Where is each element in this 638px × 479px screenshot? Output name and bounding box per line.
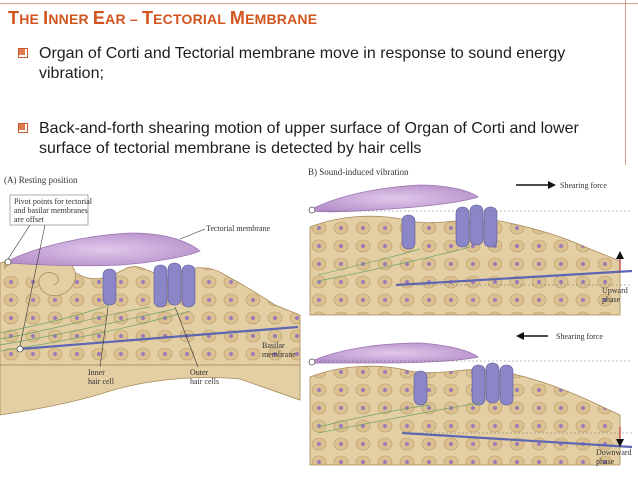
bullet-1: Organ of Corti and Tectorial membrane mo… [18,44,613,88]
nerve-fibers [0,304,191,352]
upward-basilar [395,269,633,287]
downward-basilar [401,431,633,449]
downward-hair-cells [413,362,514,406]
title-part: T [141,8,154,28]
outer-hair-cells [153,262,196,308]
square-bullet-icon [18,123,28,133]
lower-tissue [0,364,301,416]
title-part: E [92,8,106,28]
frame-line-right [625,0,626,165]
shearing-force-top: Shearing force [560,181,607,190]
panel-a: (A) Resting position Pivot points for te… [0,175,301,416]
title-part: T [8,8,20,28]
title-part: AR – [105,11,142,27]
title-part: M [229,8,246,28]
tectorial-membrane-label: Tectorial membrane [206,224,271,233]
upward-tectorial [311,184,479,213]
outer-hair-cells-label-1: Outer [190,368,209,377]
panel-a-label: (A) Resting position [4,175,78,185]
title-part: HE [19,11,44,27]
pivot-point-basilar [16,345,24,353]
title-part: NNER [48,11,93,27]
title-part: I [43,8,49,28]
pivot-note-line-1: Pivot points for tectorial [14,197,93,206]
panel-b-downward: Shearing force Downward phase [308,332,633,466]
downward-phase-1: Downward [596,448,632,457]
basilar-membrane [19,325,299,351]
bullet-2: Back-and-forth shearing motion of upper … [18,119,613,163]
upward-phase-1: Upward [602,286,628,295]
inner-hair-cell-label-1: Inner [88,368,105,377]
slide-title: THE INNER EAR – TECTORIAL MEMBRANE [8,8,317,29]
basilar-membrane-label-2: membrane [262,350,296,359]
downward-tissue [309,365,621,466]
upward-phase-2: phase [602,295,621,304]
upward-hair-cells [401,204,498,250]
organ-of-corti-figure: (A) Resting position Pivot points for te… [0,167,633,466]
title-part: EMBRANE [245,11,318,27]
tectorial-membrane [7,232,201,267]
pivot-point-tectorial [4,258,12,266]
bullet-2-text: Back-and-forth shearing motion of upper … [39,120,579,157]
square-bullet-icon [18,48,28,58]
basilar-membrane-label-1: Basilar [262,341,285,350]
panel-b-upward: B) Sound-induced vibration Shearing forc… [308,167,633,316]
pivot-note-line-2: and basilar membranes [14,206,88,215]
shearing-force-bottom: Shearing force [556,332,603,341]
pivot-note-box [9,194,89,226]
outer-hair-cells-label-2: hair cells [190,377,219,386]
frame-line-top [0,3,638,4]
title-part: ECTORIAL [153,11,230,27]
downward-phase-2: phase [596,457,615,466]
downward-tectorial [311,342,479,364]
inner-hair-cell [102,268,117,306]
panel-b-label: B) Sound-induced vibration [308,167,409,177]
inner-hair-cell-label-2: hair cell [88,377,115,386]
bullet-1-text: Organ of Corti and Tectorial membrane mo… [39,45,566,82]
pivot-note-line-3: are offset [14,215,45,224]
